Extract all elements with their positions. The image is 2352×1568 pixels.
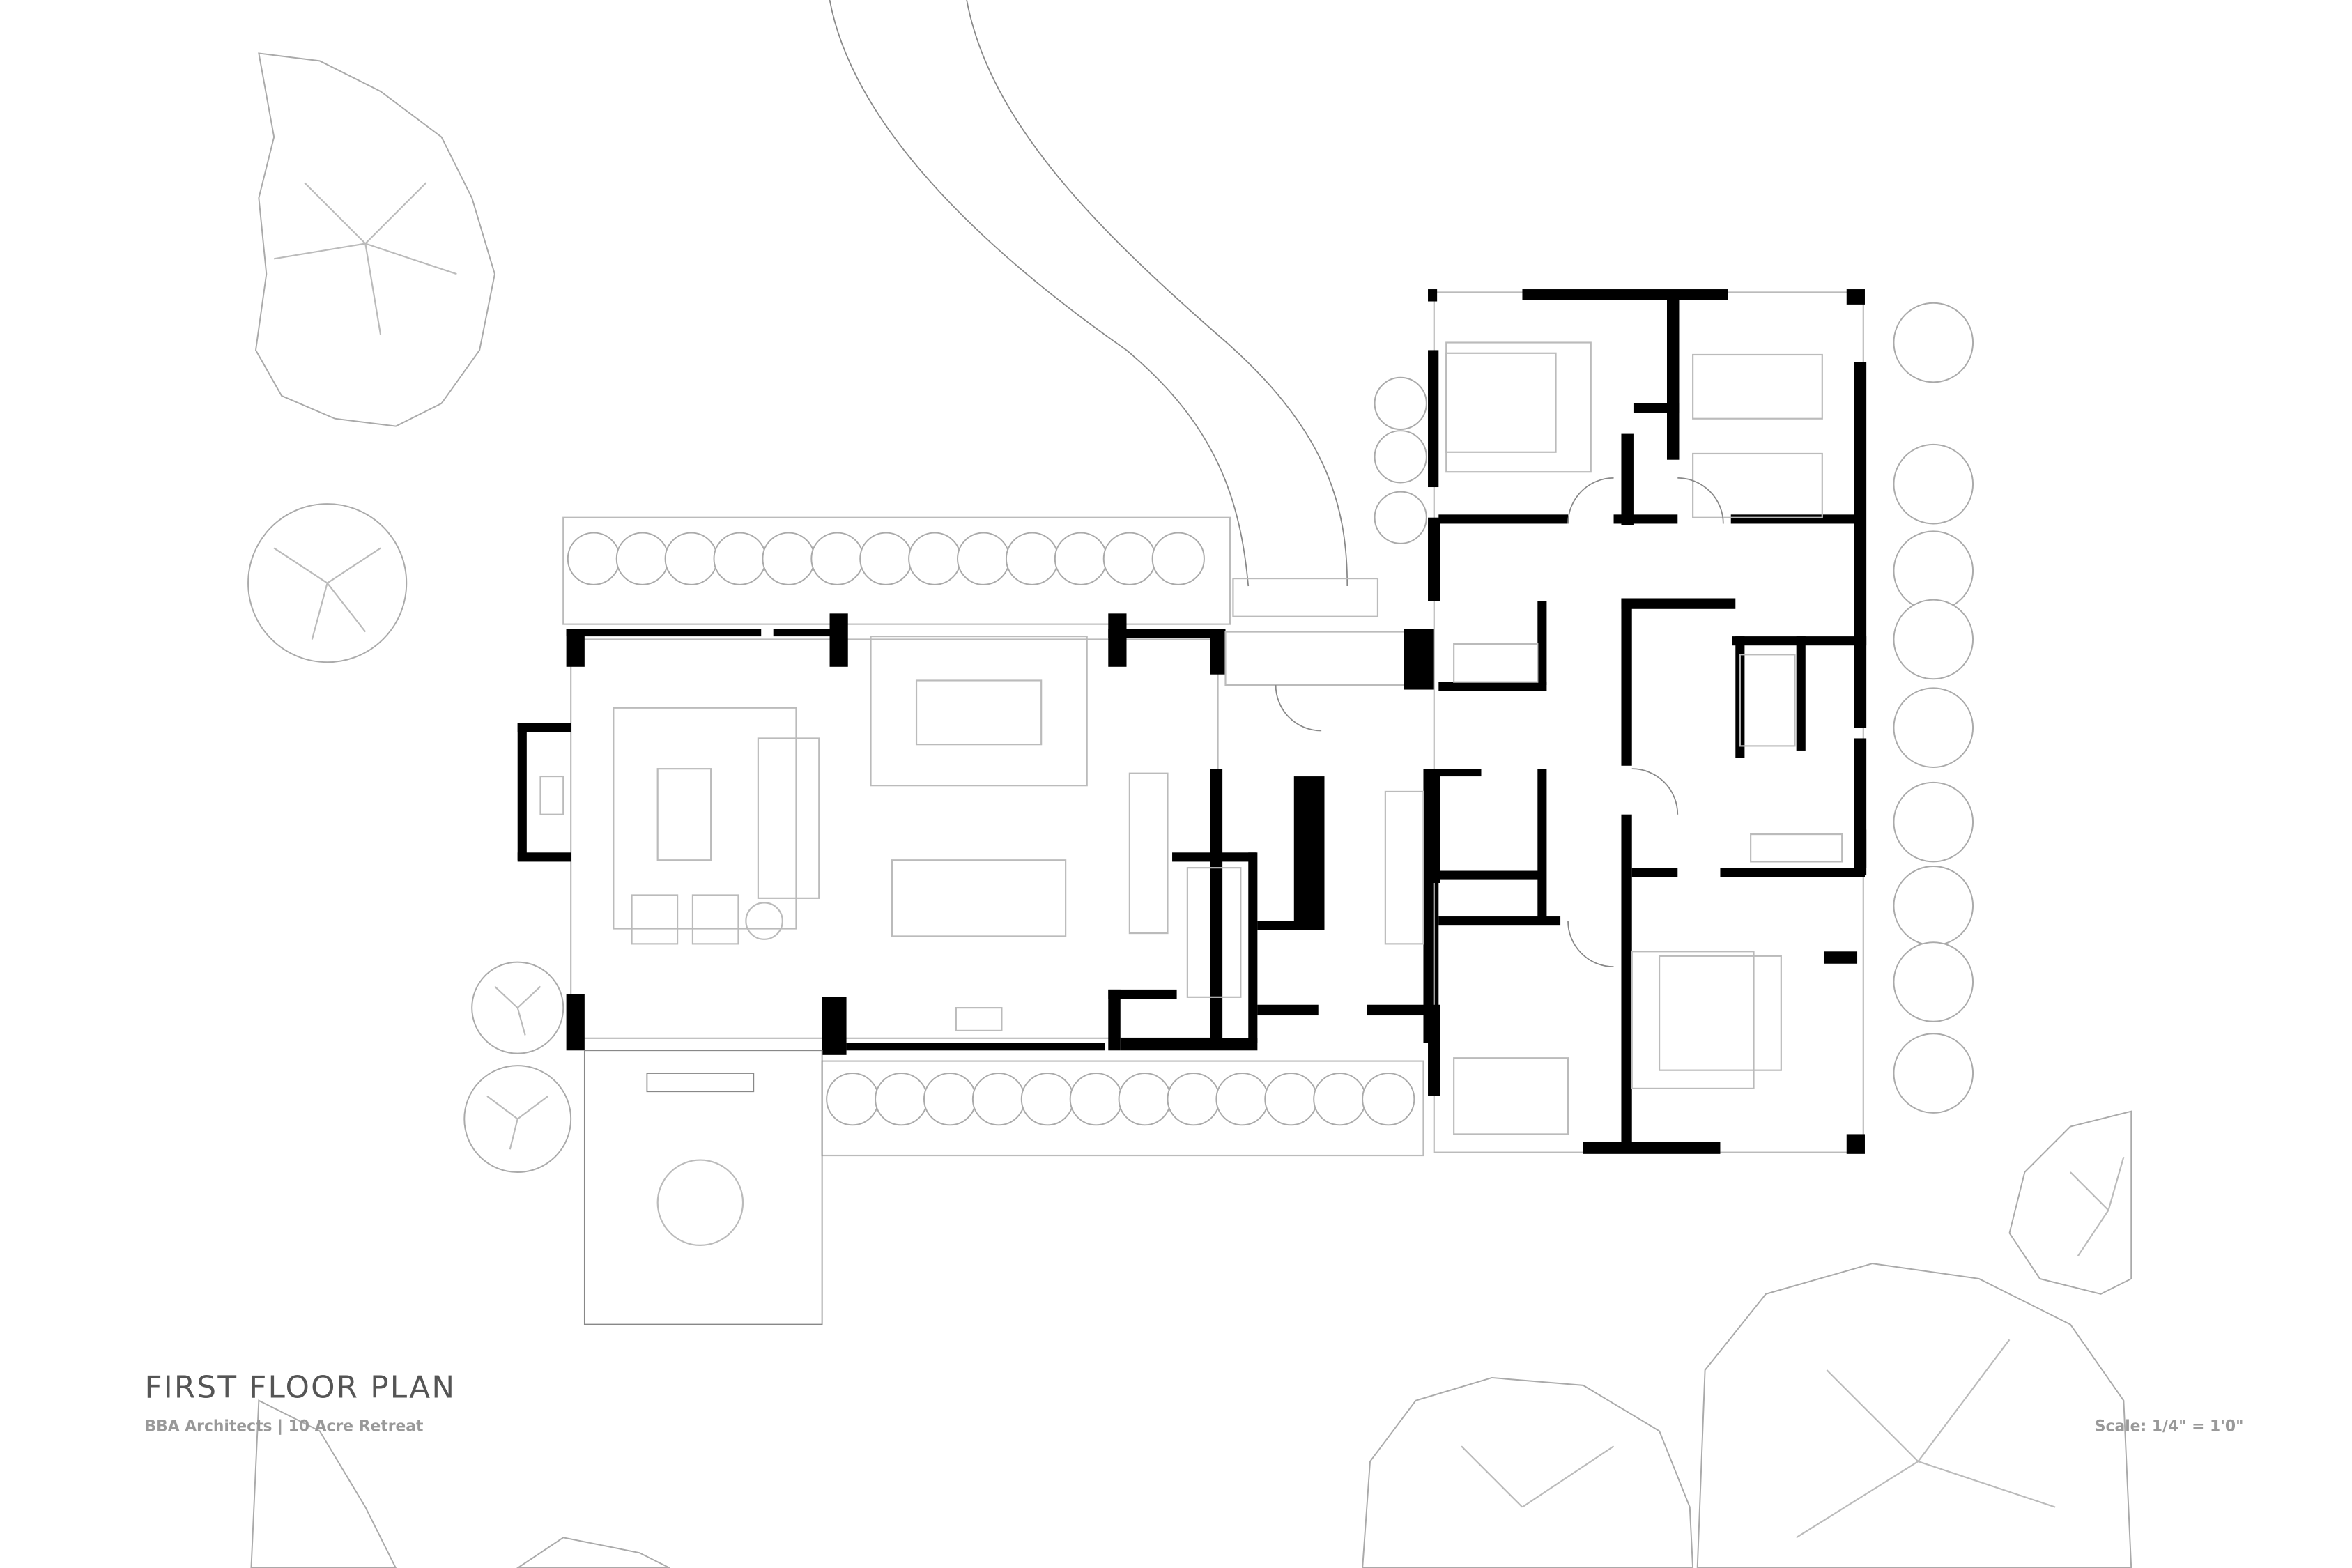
tree-row [1893, 302, 1974, 383]
tree-bottom-mid [1362, 1376, 1694, 1568]
shrub [1215, 1073, 1269, 1126]
shrub [971, 1073, 1026, 1126]
shrub [1362, 1073, 1415, 1126]
shrub [1374, 430, 1427, 484]
tree-bottom-right [1696, 1263, 2132, 1568]
drawing-subtitle: BBA Architects | 10 Acre Retreat [145, 1417, 424, 1435]
shrub [1069, 1073, 1123, 1126]
shrub [957, 532, 1010, 585]
shrub [859, 532, 913, 585]
tree-row [1893, 865, 1974, 946]
shrub [923, 1073, 977, 1126]
patio [583, 1050, 823, 1325]
tree-row [1893, 781, 1974, 863]
shrub [615, 532, 669, 585]
shrub [762, 532, 815, 585]
shrub [1151, 532, 1205, 585]
tree-right [2008, 1110, 2132, 1295]
tree-row [1893, 443, 1974, 525]
shrub [826, 1073, 879, 1126]
shrub [1118, 1073, 1171, 1126]
tree-row [1893, 687, 1974, 768]
shrub [1102, 532, 1156, 585]
tree-top-left [254, 52, 495, 427]
shrub [1313, 1073, 1367, 1126]
shrub [1374, 491, 1427, 544]
living-wing [517, 613, 1258, 1055]
tree-row [1893, 530, 1974, 611]
shrub [875, 1073, 928, 1126]
shrub [567, 532, 621, 585]
tree-row [1893, 599, 1974, 680]
shrub [1005, 532, 1059, 585]
shrub [908, 532, 962, 585]
shrub [1020, 1073, 1075, 1126]
drawing-title: FIRST FLOOR PLAN [145, 1369, 456, 1405]
shrub [713, 532, 767, 585]
landscape-trees [247, 52, 2132, 1568]
shrub [1054, 532, 1108, 585]
tree-row [1893, 1033, 1974, 1114]
shrub [1167, 1073, 1220, 1126]
shrub [664, 532, 718, 585]
shrubs [562, 302, 1974, 1157]
bedroom-wing [1428, 289, 1867, 1154]
shrub [1374, 376, 1427, 431]
drawing-scale: Scale: 1/4" = 1'0" [2095, 1417, 2244, 1435]
driveway [829, 0, 1348, 587]
shrub [1264, 1073, 1318, 1126]
shrub [810, 532, 864, 585]
tree-row [1893, 941, 1974, 1022]
